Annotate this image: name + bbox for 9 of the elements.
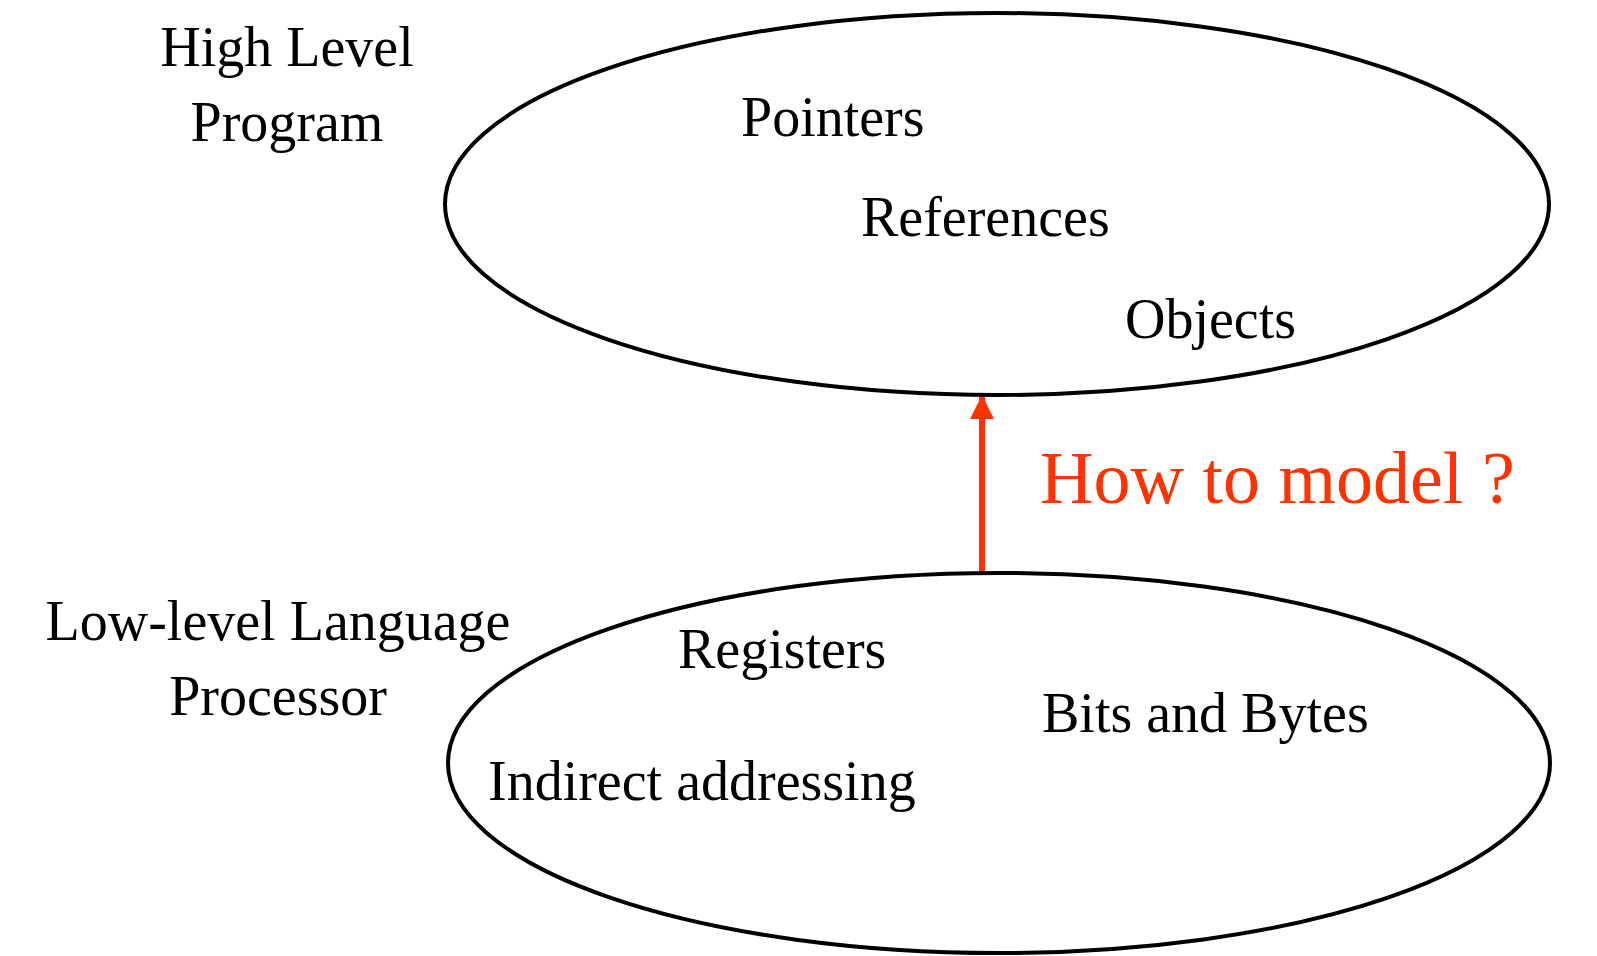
concept-label: Pointers <box>741 85 925 150</box>
concept-label: References <box>861 185 1110 250</box>
arrow <box>970 394 994 574</box>
concept-label: Objects <box>1125 287 1297 352</box>
concept-label: Indirect addressing <box>488 749 916 814</box>
level-heading: Low-level Language Processor <box>44 589 512 729</box>
concept-label: Registers <box>678 617 887 682</box>
concept-label: Bits and Bytes <box>1042 681 1369 746</box>
level-heading: High Level Program <box>159 15 415 155</box>
